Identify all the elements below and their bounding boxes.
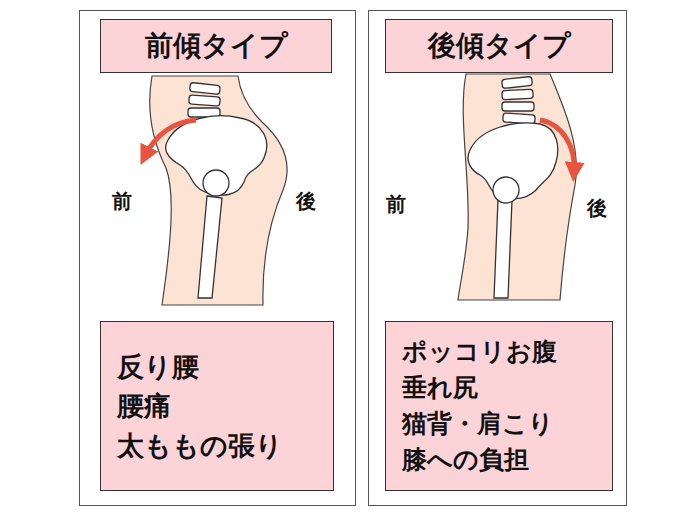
symptom-box: 反り腰腰痛太ももの張り: [100, 321, 334, 491]
symptom-item: 腰痛: [117, 386, 317, 425]
direction-label: 後: [296, 191, 316, 211]
type-title: 後傾タイプ: [396, 29, 602, 63]
type-panel: 前 後 後傾タイプポッコリお腹垂れ尻猫背・肩こり膝への負担: [368, 10, 627, 506]
direction-label: 後: [587, 198, 607, 218]
type-title-box: 後傾タイプ: [385, 19, 613, 73]
anterior-tilt-figure: [145, 76, 287, 305]
symptom-item: 膝への負担: [402, 442, 596, 478]
symptom-item: 垂れ尻: [402, 370, 596, 406]
direction-label: 前: [112, 191, 132, 211]
symptom-item: 太ももの張り: [117, 426, 317, 465]
symptom-box: ポッコリお腹垂れ尻猫背・肩こり膝への負担: [385, 321, 613, 491]
symptom-item: 反り腰: [117, 347, 317, 386]
symptom-item: ポッコリお腹: [402, 334, 596, 370]
type-title: 前傾タイプ: [111, 29, 321, 63]
type-title-box: 前傾タイプ: [100, 19, 332, 73]
posterior-tilt-figure: [458, 74, 576, 300]
type-panel: 前 後 前傾タイプ反り腰腰痛太ももの張り: [79, 10, 356, 506]
symptom-item: 猫背・肩こり: [402, 406, 596, 442]
direction-label: 前: [386, 194, 406, 214]
